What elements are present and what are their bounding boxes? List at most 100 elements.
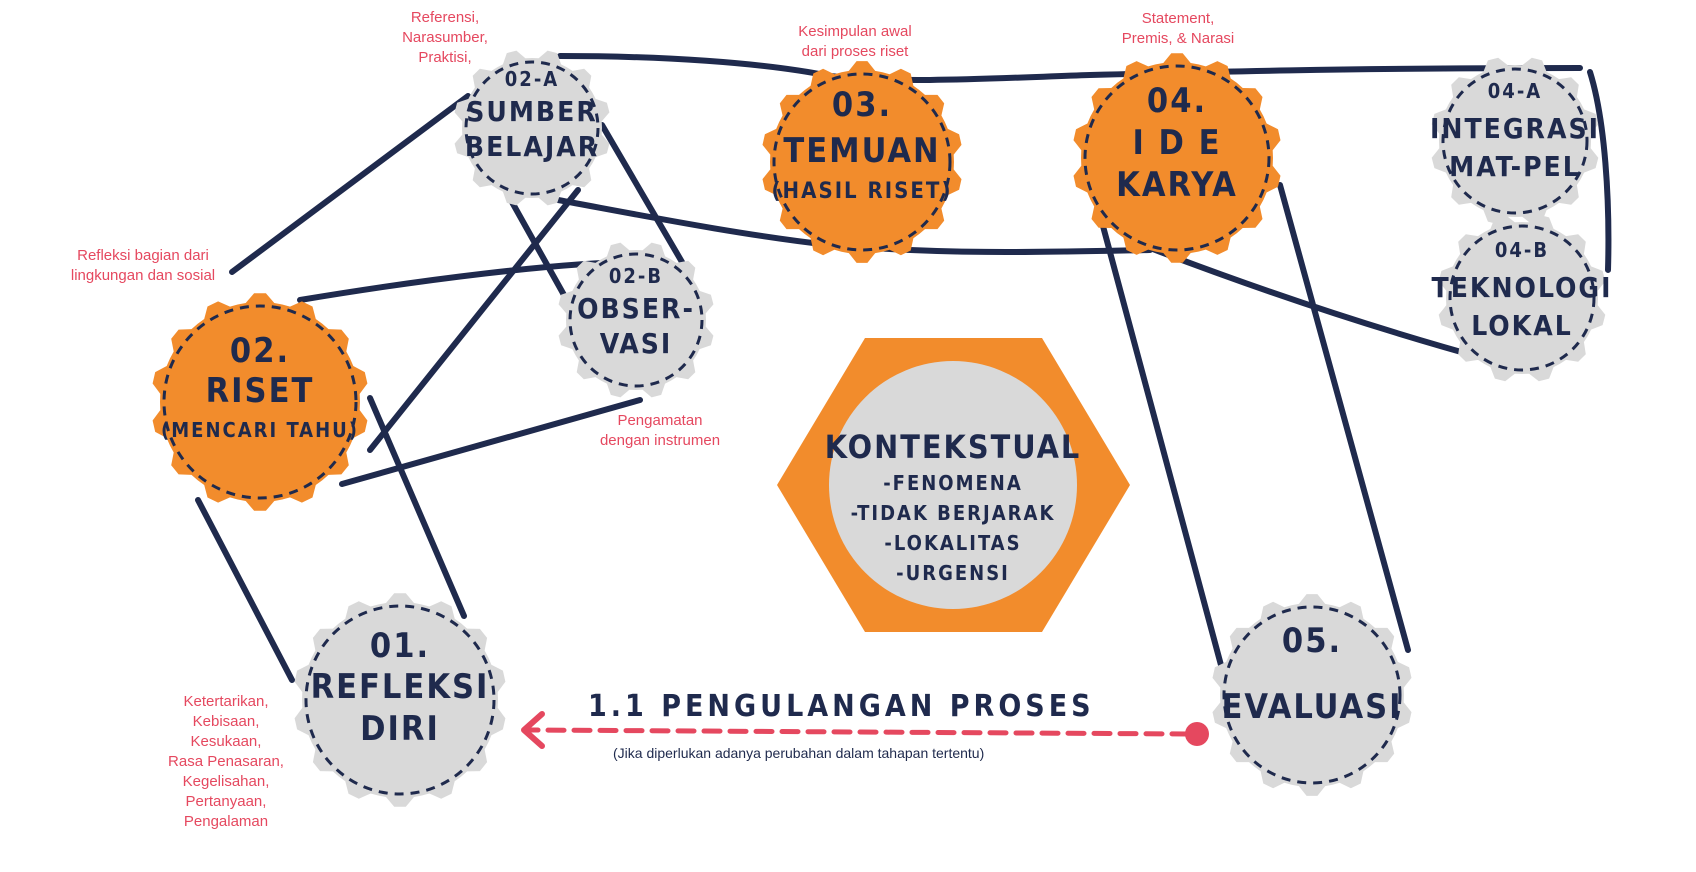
gear-sumber-belajar: 02-A SUMBER BELAJAR — [454, 50, 610, 206]
link-sumber-observasi-2 — [599, 122, 685, 265]
note-refleksi-line: Kegelisahan, — [183, 773, 270, 790]
gear-teeth — [1212, 594, 1412, 796]
gear-teeth — [1431, 57, 1599, 225]
link-riset-sumber — [229, 93, 471, 275]
repeat-dashed-arrow — [527, 727, 1191, 737]
context-title: KONTEKSTUAL — [825, 428, 1081, 466]
gear-dashed-ring — [1083, 64, 1271, 252]
note-sumber-line: Praktisi, — [418, 49, 471, 66]
repeat-subtitle: (Jika diperlukan adanya perubahan dalam … — [613, 745, 984, 761]
gear-sumber-number: 02-A — [505, 67, 559, 91]
gear-observasi-label-2: VASI — [600, 327, 673, 360]
gear-dashed-ring — [568, 252, 704, 388]
gear-ide-label-2: KARYA — [1116, 165, 1238, 205]
note-observasi-line: Pengamatan — [617, 412, 702, 429]
gear-shape — [762, 61, 962, 263]
note-ide-line: Statement, — [1142, 10, 1215, 27]
gear-observasi-number: 02-B — [609, 264, 663, 288]
note-riset-line: lingkungan dan sosial — [71, 267, 215, 284]
gear-teeth — [152, 293, 368, 511]
hexagon-inner-circle — [829, 361, 1077, 609]
gear-temuan: 03. TEMUAN (HASIL RISET) — [762, 61, 962, 263]
gear-dashed-ring — [304, 604, 496, 796]
gear-integrasi-mat-pel: 04-A INTEGRASI MAT-PEL — [1430, 57, 1600, 225]
repeat-process: 1.1 PENGULANGAN PROSES (Jika diperlukan … — [521, 689, 1209, 761]
note-sumber-line: Narasumber, — [402, 29, 488, 46]
gear-observasi-label: OBSER- — [577, 292, 695, 325]
gear-integrasi-label: INTEGRASI — [1430, 112, 1600, 145]
gear-refleksi-label-2: DIRI — [360, 709, 440, 749]
gear-shape — [1212, 594, 1412, 796]
gear-teeth — [558, 242, 714, 398]
note-ide: Statement, Premis, & Narasi — [1122, 10, 1235, 47]
note-temuan-line: Kesimpulan awal — [798, 23, 911, 40]
gear-refleksi-label: REFLEKSI — [311, 667, 490, 707]
gear-teknologi-label-2: LOKAL — [1471, 309, 1573, 342]
note-riset-line: Refleksi bagian dari — [77, 247, 209, 264]
link-sumber-ide-top — [557, 53, 1583, 83]
link-ide-evaluasi-2 — [1277, 182, 1411, 653]
note-temuan: Kesimpulan awal dari proses riset — [798, 23, 911, 60]
gear-sumber-label: SUMBER — [466, 95, 597, 128]
gear-teeth — [1438, 214, 1606, 382]
gear-ide-number: 04. — [1147, 81, 1207, 121]
gear-evaluasi: 05. EVALUASI — [1212, 594, 1412, 796]
gear-ide-karya: 04. I D E KARYA — [1073, 53, 1281, 263]
note-refleksi: Ketertarikan, Kebisaan, Kesukaan, Rasa P… — [168, 693, 284, 830]
gear-dashed-ring — [464, 60, 600, 196]
gear-shape — [294, 593, 506, 807]
note-sumber: Referensi, Narasumber, Praktisi, — [402, 9, 488, 66]
arrowhead-left-icon — [521, 711, 545, 749]
gear-integrasi-label-2: MAT-PEL — [1449, 150, 1581, 183]
context-hexagon: KONTEKSTUAL -FENOMENA -TIDAK BERJARAK -L… — [777, 338, 1130, 632]
gear-teeth — [1073, 53, 1281, 263]
note-refleksi-line: Pertanyaan, — [186, 793, 267, 810]
gear-dashed-ring — [1448, 224, 1596, 372]
note-observasi: Pengamatan dengan instrumen — [600, 412, 720, 449]
gear-shape — [1438, 214, 1606, 382]
gear-teknologi-lokal: 04-B TEKNOLOGI LOKAL — [1432, 214, 1613, 382]
gear-observasi: 02-B OBSER- VASI — [558, 242, 714, 398]
note-refleksi-line: Kebisaan, — [193, 713, 260, 730]
context-item-tidak-berjarak: -TIDAK BERJARAK — [851, 501, 1056, 525]
context-item-lokalitas: -LOKALITAS — [884, 531, 1021, 555]
gear-evaluasi-number: 05. — [1282, 621, 1342, 661]
gear-dashed-ring — [772, 72, 952, 252]
context-item-urgensi: -URGENSI — [896, 561, 1010, 585]
gear-ide-label: I D E — [1133, 123, 1222, 163]
gear-shape — [152, 293, 368, 511]
note-observasi-line: dengan instrumen — [600, 432, 720, 449]
gear-temuan-number: 03. — [832, 85, 892, 125]
gear-shape — [1431, 57, 1599, 225]
note-refleksi-line: Rasa Penasaran, — [168, 753, 284, 770]
gear-temuan-label: TEMUAN — [783, 131, 940, 171]
gear-riset-sublabel: (MENCARI TAHU) — [161, 418, 359, 442]
gear-shape — [1073, 53, 1281, 263]
note-refleksi-line: Kesukaan, — [191, 733, 262, 750]
link-ide-evaluasi — [1097, 212, 1228, 683]
gear-teknologi-label: TEKNOLOGI — [1432, 271, 1613, 304]
gear-temuan-sublabel: (HASIL RISET) — [772, 179, 953, 204]
gear-teknologi-number: 04-B — [1495, 238, 1549, 262]
repeat-origin-dot — [1185, 722, 1209, 746]
context-item-fenomena: -FENOMENA — [883, 471, 1023, 495]
repeat-title: 1.1 PENGULANGAN PROSES — [588, 689, 1095, 724]
gear-dashed-ring — [162, 304, 358, 500]
gear-riset-number: 02. — [230, 331, 290, 371]
gear-riset: 02. RISET (MENCARI TAHU) — [152, 293, 368, 511]
link-riset-sumber-2 — [367, 187, 581, 453]
link-riset-refleksi-2 — [367, 395, 467, 619]
link-ide-teknologi — [1147, 245, 1493, 363]
gear-shape — [454, 50, 610, 206]
gear-refleksi-diri: 01. REFLEKSI DIRI — [294, 593, 506, 807]
connector-lines — [195, 53, 1612, 683]
gear-dashed-ring — [1441, 67, 1589, 215]
note-ide-line: Premis, & Narasi — [1122, 30, 1235, 47]
gear-evaluasi-label: EVALUASI — [1221, 687, 1402, 727]
gear-sumber-label-2: BELAJAR — [465, 130, 599, 163]
gear-refleksi-number: 01. — [370, 626, 430, 666]
gear-integrasi-number: 04-A — [1488, 79, 1542, 103]
gear-riset-label: RISET — [206, 371, 315, 411]
gear-teeth — [762, 61, 962, 263]
